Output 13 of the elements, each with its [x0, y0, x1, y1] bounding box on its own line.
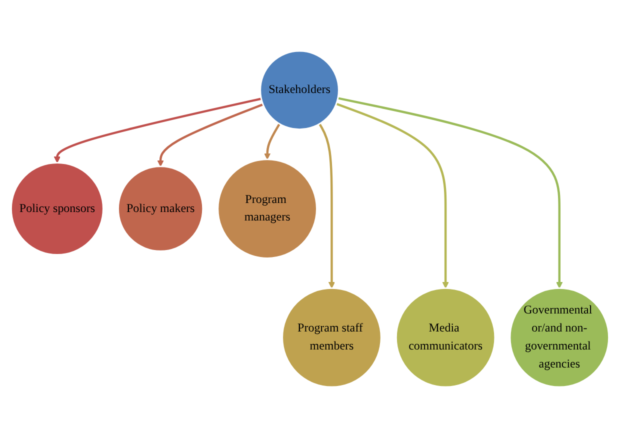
- arrow: [54, 97, 262, 163]
- node-circle: Program staff members: [282, 286, 382, 388]
- node-circle: Program managers: [217, 158, 318, 258]
- node-circle: Media communicators: [395, 286, 496, 388]
- node-circle: Policy makers: [117, 165, 204, 252]
- arrow: [264, 122, 280, 160]
- node-circle: Stakeholders: [260, 50, 340, 130]
- arrow: [338, 96, 563, 288]
- arrow: [157, 102, 264, 166]
- arrow: [336, 102, 449, 288]
- node-circle: Governmental or/and non-governmental agencies: [509, 286, 610, 388]
- arrow: [318, 122, 336, 288]
- node-circle: Policy sponsors: [10, 161, 104, 256]
